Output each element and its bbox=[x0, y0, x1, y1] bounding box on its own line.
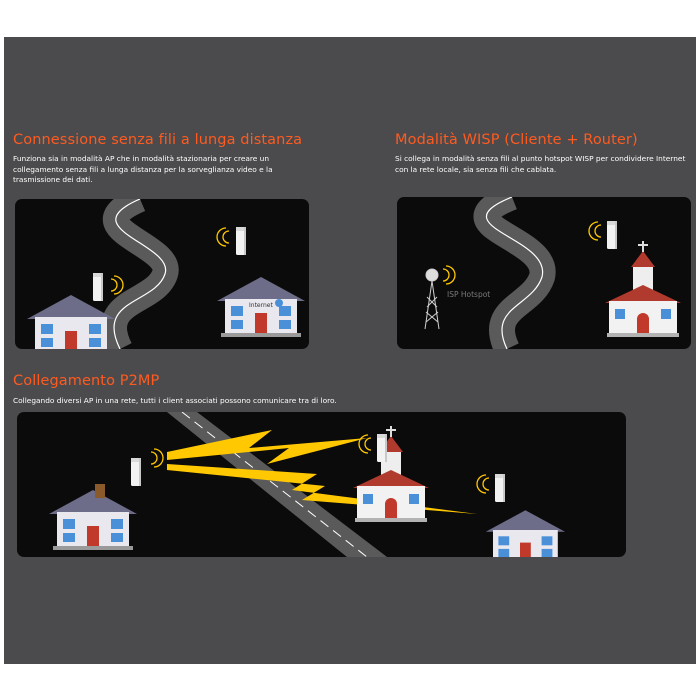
access-point-icon bbox=[236, 227, 246, 255]
wifi-signal-icon bbox=[110, 275, 124, 295]
p2mp-description: Collegando diversi AP in una rete, tutti… bbox=[13, 396, 337, 405]
house-icon bbox=[49, 490, 137, 550]
long-range-description: Funziona sia in modalità AP che in modal… bbox=[13, 154, 273, 184]
long-range-title: Connessione senza fili a lunga distanza bbox=[13, 132, 303, 148]
church-icon bbox=[353, 426, 429, 522]
wifi-signal-icon bbox=[588, 221, 602, 241]
wifi-signal-icon bbox=[216, 227, 230, 247]
access-point-icon bbox=[131, 458, 141, 486]
lightning-link-icon bbox=[167, 430, 477, 514]
wisp-illustration: ISP Hotspot bbox=[397, 197, 691, 349]
road-icon bbox=[167, 412, 387, 557]
access-point-icon bbox=[607, 221, 617, 249]
access-point-icon bbox=[93, 273, 103, 301]
road-icon bbox=[101, 199, 179, 349]
wifi-signal-icon bbox=[150, 448, 164, 468]
main-panel: Connessione senza fili a lunga distanza … bbox=[4, 37, 696, 664]
p2mp-illustration bbox=[17, 412, 626, 557]
globe-icon bbox=[275, 299, 283, 307]
wifi-signal-icon bbox=[476, 474, 490, 494]
antenna-tower-icon bbox=[424, 268, 440, 330]
house-icon bbox=[27, 295, 115, 349]
wisp-title: Modalità WISP (Cliente + Router) bbox=[395, 132, 638, 148]
chimney bbox=[95, 484, 105, 498]
internet-sign: Internet bbox=[249, 302, 273, 309]
long-range-illustration: Internet bbox=[15, 199, 309, 349]
wifi-signal-icon bbox=[358, 434, 372, 454]
church-icon bbox=[605, 241, 681, 337]
road-icon bbox=[473, 197, 556, 349]
access-point-icon bbox=[377, 434, 387, 462]
access-point-icon bbox=[495, 474, 505, 502]
wifi-signal-icon bbox=[442, 265, 456, 285]
p2mp-title: Collegamento P2MP bbox=[13, 373, 160, 389]
house-icon bbox=[485, 510, 565, 557]
wisp-description: Si collega in modalità senza fili al pun… bbox=[395, 154, 686, 174]
isp-hotspot-label: ISP Hotspot bbox=[447, 290, 490, 299]
